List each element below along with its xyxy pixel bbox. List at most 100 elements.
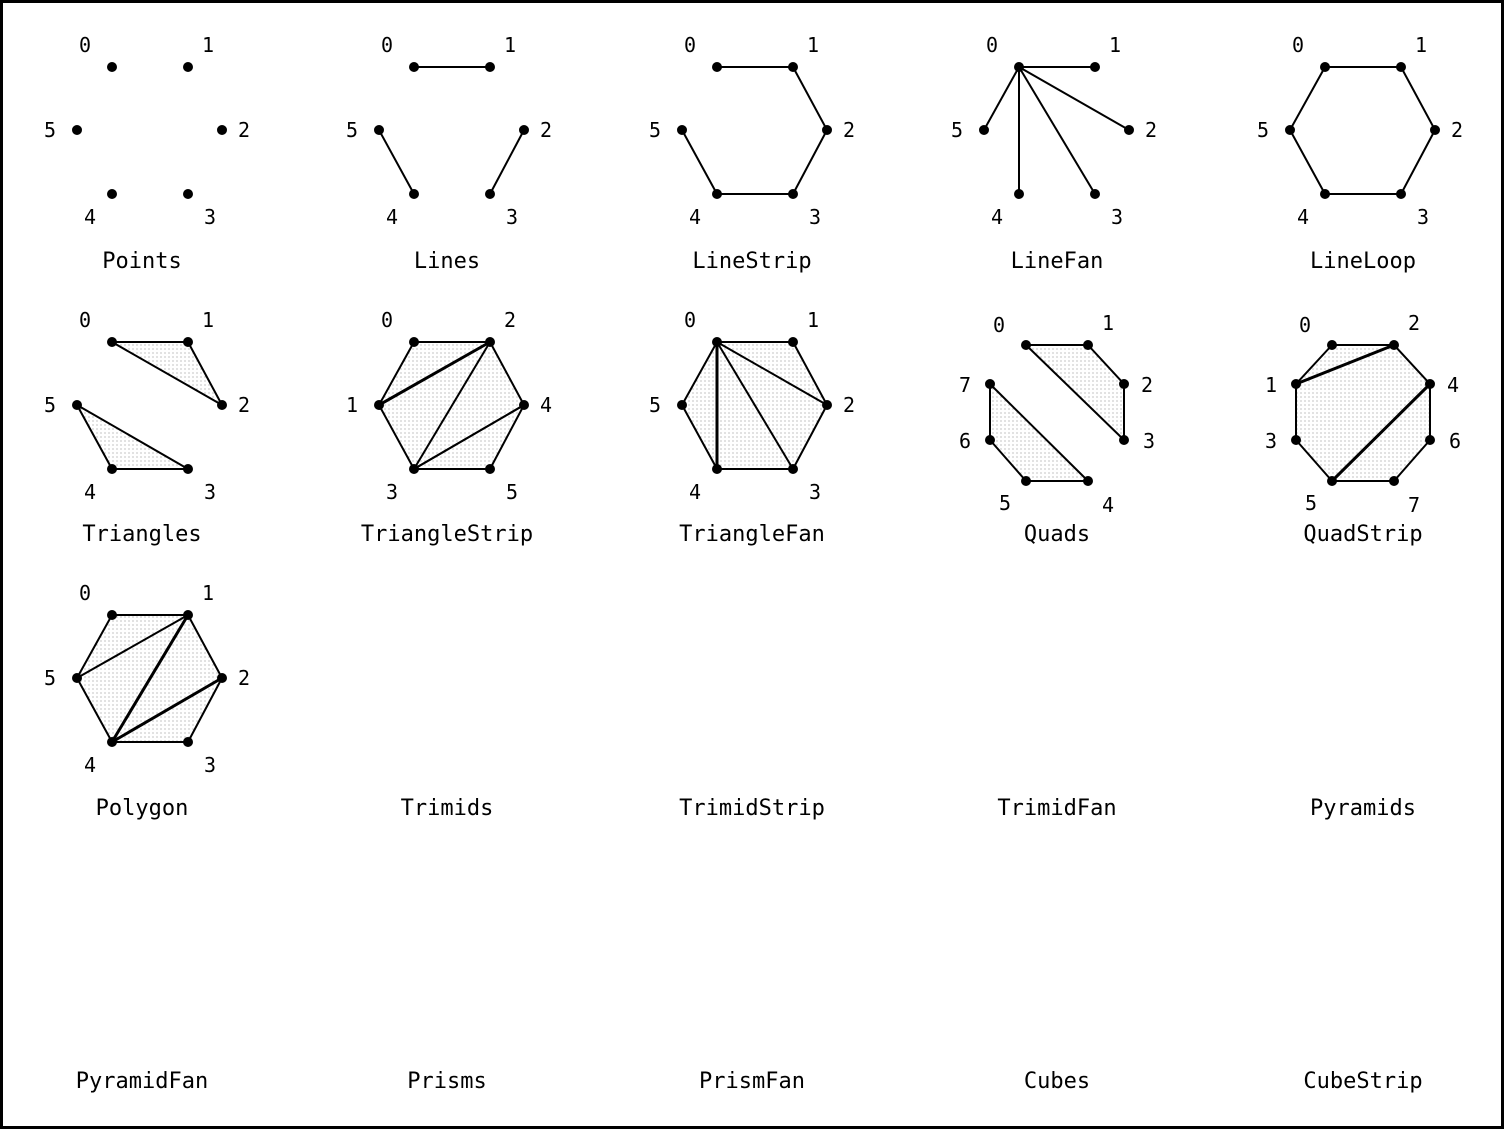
cell-title: Trimids xyxy=(401,796,494,821)
cell-prismfan: PrismFan xyxy=(699,1069,805,1094)
vertex-label: 4 xyxy=(991,205,1003,229)
vertex-label: 3 xyxy=(809,205,821,229)
vertex-label: 4 xyxy=(689,480,701,504)
vertex-label: 6 xyxy=(1449,429,1461,453)
vertex-dot xyxy=(1396,189,1406,199)
vertex-dot xyxy=(183,737,193,747)
cell-title: Triangles xyxy=(82,522,201,547)
vertex-label: 2 xyxy=(238,393,250,417)
vertex-dot xyxy=(72,673,82,683)
cell-title: Polygon xyxy=(96,796,189,821)
vertex-dot xyxy=(519,125,529,135)
vertex-label: 3 xyxy=(1265,429,1277,453)
vertex-dot xyxy=(712,337,722,347)
vertex-dot xyxy=(485,189,495,199)
vertex-dot xyxy=(788,62,798,72)
cell-title: LineFan xyxy=(1011,249,1104,274)
vertex-label: 1 xyxy=(346,393,358,417)
vertex-dot xyxy=(409,337,419,347)
vertex-label: 4 xyxy=(84,753,96,777)
vertex-label: 0 xyxy=(1299,313,1311,337)
line-segment xyxy=(983,66,1020,131)
vertex-label: 1 xyxy=(1109,33,1121,57)
vertex-label: 0 xyxy=(1292,33,1304,57)
polygon-diagonal xyxy=(110,614,190,743)
vertex-dot xyxy=(1021,476,1031,486)
vertex-label: 4 xyxy=(540,393,552,417)
cell-cubes: Cubes xyxy=(1024,1069,1090,1094)
vertex-dot xyxy=(1396,62,1406,72)
vertex-label: 1 xyxy=(1415,33,1427,57)
vertex-label: 0 xyxy=(381,308,393,332)
vertex-dot xyxy=(1119,435,1129,445)
vertex-dot xyxy=(1327,476,1337,486)
vertex-dot xyxy=(1425,435,1435,445)
vertex-dot xyxy=(107,62,117,72)
cell-trimidstrip: TrimidStrip xyxy=(679,796,825,821)
vertex-dot xyxy=(485,464,495,474)
cell-title: Lines xyxy=(414,249,480,274)
cell-title: Prisms xyxy=(407,1069,486,1094)
vertex-dot xyxy=(1021,340,1031,350)
vertex-label: 3 xyxy=(1417,205,1429,229)
vertex-label: 3 xyxy=(1143,429,1155,453)
vertex-label: 2 xyxy=(540,118,552,142)
vertex-label: 5 xyxy=(649,393,661,417)
vertex-label: 5 xyxy=(346,118,358,142)
fan-diagonal xyxy=(716,341,828,406)
vertex-label: 0 xyxy=(684,308,696,332)
vertex-label: 3 xyxy=(809,480,821,504)
vertex-dot xyxy=(1430,125,1440,135)
vertex-label: 4 xyxy=(386,205,398,229)
cell-pyramids: Pyramids xyxy=(1310,796,1416,821)
vertex-dot xyxy=(1320,62,1330,72)
vertex-label: 4 xyxy=(1447,373,1459,397)
vertex-label: 2 xyxy=(238,118,250,142)
vertex-label: 0 xyxy=(79,581,91,605)
vertex-dot xyxy=(979,125,989,135)
cell-trimidfan: TrimidFan xyxy=(997,796,1116,821)
vertex-label: 3 xyxy=(1111,205,1123,229)
vertex-dot xyxy=(1291,379,1301,389)
cell-title: Pyramids xyxy=(1310,796,1416,821)
vertex-label: 1 xyxy=(807,33,819,57)
vertex-dot xyxy=(72,125,82,135)
vertex-label: 5 xyxy=(44,393,56,417)
vertex-label: 2 xyxy=(504,308,516,332)
vertex-dot xyxy=(985,435,995,445)
vertex-dot xyxy=(712,464,722,474)
vertex-label: 5 xyxy=(1257,118,1269,142)
vertex-dot xyxy=(1014,189,1024,199)
vertex-dot xyxy=(107,610,117,620)
vertex-dot xyxy=(519,400,529,410)
vertex-label: 0 xyxy=(993,313,1005,337)
cell-title: QuadStrip xyxy=(1303,522,1422,547)
vertex-label: 3 xyxy=(506,205,518,229)
vertex-dot xyxy=(183,337,193,347)
quadstrip-outline xyxy=(1295,344,1431,482)
vertex-dot xyxy=(1291,435,1301,445)
cell-title: Points xyxy=(102,249,181,274)
vertex-label: 4 xyxy=(84,205,96,229)
vertex-label: 3 xyxy=(204,753,216,777)
vertex-dot xyxy=(788,464,798,474)
vertex-dot xyxy=(107,189,117,199)
vertex-label: 0 xyxy=(381,33,393,57)
vertex-dot xyxy=(788,337,798,347)
vertex-dot xyxy=(1425,379,1435,389)
line-segment xyxy=(378,129,415,195)
vertex-dot xyxy=(374,400,384,410)
vertex-dot xyxy=(712,62,722,72)
line-segment xyxy=(792,129,828,195)
vertex-dot xyxy=(788,189,798,199)
vertex-dot xyxy=(183,464,193,474)
vertex-dot xyxy=(1389,340,1399,350)
vertex-label: 4 xyxy=(84,480,96,504)
vertex-dot xyxy=(409,464,419,474)
vertex-label: 0 xyxy=(79,33,91,57)
cell-title: Cubes xyxy=(1024,1069,1090,1094)
